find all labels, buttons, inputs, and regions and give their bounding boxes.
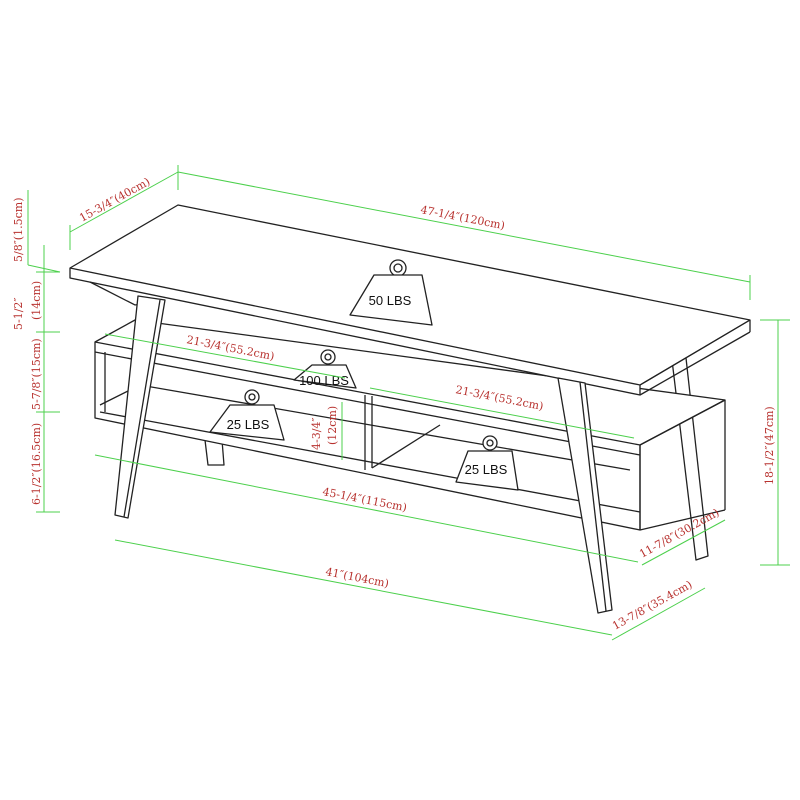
dim-lower-clearance: 6-1/2″(16.5cm) <box>30 423 43 505</box>
weight-label-top: 50 LBS <box>369 293 412 308</box>
dim-leg-depth: 13-7/8″(35.4cm) <box>610 578 694 633</box>
dim-gap-top-cm: (14cm) <box>30 281 43 320</box>
dim-compartment-height-cm: (12cm) <box>326 406 339 445</box>
dim-gap-top: 5-1/2″ <box>12 297 25 330</box>
dim-upper-shelf-height: 5-7/8″(15cm) <box>30 338 43 410</box>
weight-icon-lower-right: 25 LBS <box>455 435 519 491</box>
dim-total-height: 18-1/2″(47cm) <box>763 406 776 485</box>
dimension-lines <box>27 165 790 641</box>
dim-width-top: 47-1/4″(120cm) <box>419 203 506 232</box>
weight-label-lower-right: 25 LBS <box>465 462 508 477</box>
weight-icon-top: 50 LBS <box>349 259 433 326</box>
weight-label-upper-shelf: 100 LBS <box>299 373 349 388</box>
dim-cabinet-depth: 11-7/8″(30.2cm) <box>637 506 721 561</box>
front-left-leg <box>114 295 166 519</box>
dim-compartment-height: 4-3/4″ <box>310 417 323 450</box>
dim-depth-top: 15-3/4″(40cm) <box>77 175 152 225</box>
dim-top-thickness: 5/8″(1.5cm) <box>12 198 25 262</box>
cabinet <box>94 319 726 531</box>
weight-label-lower-left: 25 LBS <box>227 417 270 432</box>
dim-cabinet-width: 45-1/4″(115cm) <box>321 485 408 514</box>
weight-icon-lower-left: 25 LBS <box>209 389 285 441</box>
